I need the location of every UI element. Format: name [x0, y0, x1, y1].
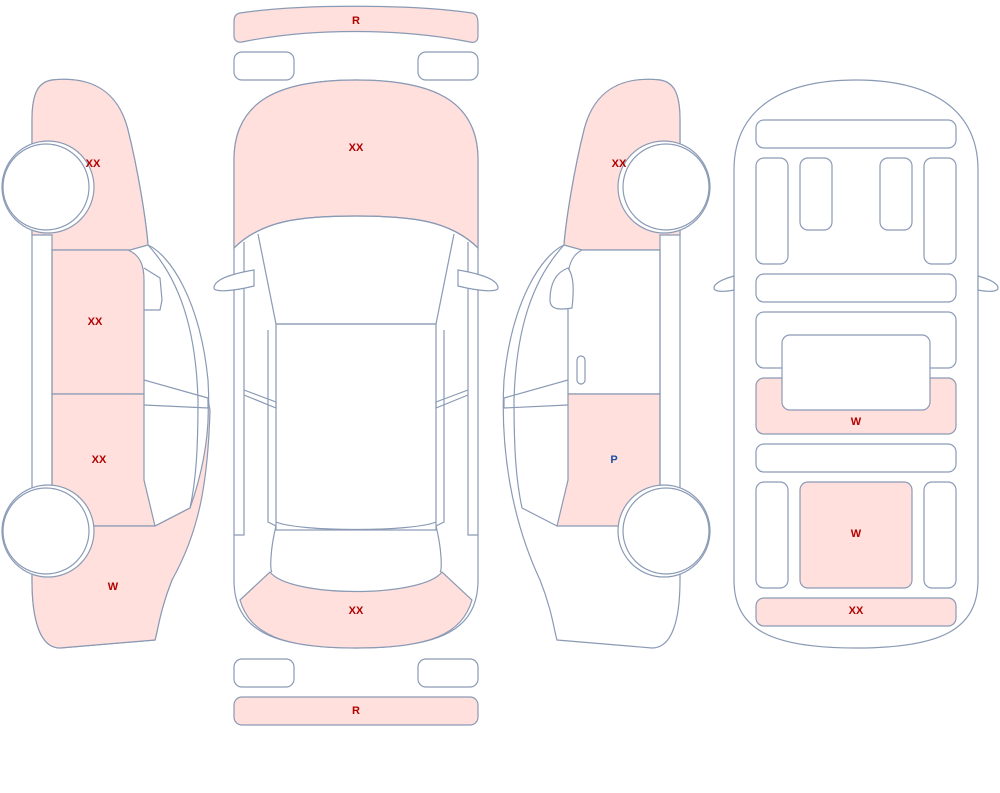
- right-mirror-side: [549, 267, 574, 310]
- left-front-fender-label: XX: [86, 158, 101, 170]
- interior-rear-panel[interactable]: [755, 597, 957, 627]
- right-rear-door-label: P: [610, 454, 617, 466]
- front-left-headlight: [233, 51, 295, 81]
- interior-view: W W XX: [713, 79, 999, 649]
- front-bumper[interactable]: [233, 5, 479, 43]
- dashboard: [755, 119, 957, 149]
- rear-right-panel: [923, 481, 957, 589]
- front-right-door-panel: [923, 157, 957, 265]
- left-rear-quarter[interactable]: [31, 399, 211, 649]
- interior-rear-floor-label: W: [851, 528, 862, 540]
- left-front-wheel: [2, 143, 90, 231]
- front-right-seat: [879, 157, 913, 231]
- front-bumper-label: R: [352, 15, 360, 27]
- left-front-door[interactable]: [51, 249, 145, 395]
- right-front-door[interactable]: [567, 249, 661, 395]
- left-front-door-label: XX: [88, 316, 103, 328]
- interior-trunk-label: W: [851, 416, 862, 428]
- front-left-seat: [799, 157, 833, 231]
- rear-left-taillight: [233, 658, 295, 688]
- right-rear-wheel: [622, 487, 710, 575]
- front-left-door-panel: [755, 157, 789, 265]
- right-front-wheel: [622, 143, 710, 231]
- rear-seat-cushion: [781, 334, 931, 411]
- hood-label: XX: [349, 142, 364, 154]
- hood[interactable]: [233, 79, 479, 250]
- interior-left-mirror: [713, 275, 735, 292]
- rear-bumper[interactable]: [233, 696, 479, 726]
- left-mirror: [213, 269, 255, 292]
- rear-right-taillight: [417, 658, 479, 688]
- left-rear-door-label: XX: [92, 454, 107, 466]
- rear-shelf: [755, 443, 957, 473]
- right-side-view: XX P: [502, 78, 711, 649]
- trunk[interactable]: [239, 571, 473, 649]
- left-rear-quarter-label: W: [108, 581, 119, 593]
- interior-rear-panel-label: XX: [849, 605, 864, 617]
- interior-rear-floor[interactable]: [799, 481, 913, 589]
- rear-bumper-label: R: [352, 705, 360, 717]
- trunk-label: XX: [349, 605, 364, 617]
- front-right-headlight: [417, 51, 479, 81]
- left-rear-wheel: [2, 487, 90, 575]
- interior-right-mirror: [977, 275, 999, 292]
- right-mirror: [457, 269, 499, 292]
- top-view: R XX XX R: [213, 5, 499, 726]
- right-door-handle: [576, 355, 586, 385]
- left-side-view: XX XX XX W: [1, 78, 211, 649]
- center-console: [755, 273, 957, 303]
- rear-left-panel: [755, 481, 789, 589]
- right-front-fender-label: XX: [612, 158, 627, 170]
